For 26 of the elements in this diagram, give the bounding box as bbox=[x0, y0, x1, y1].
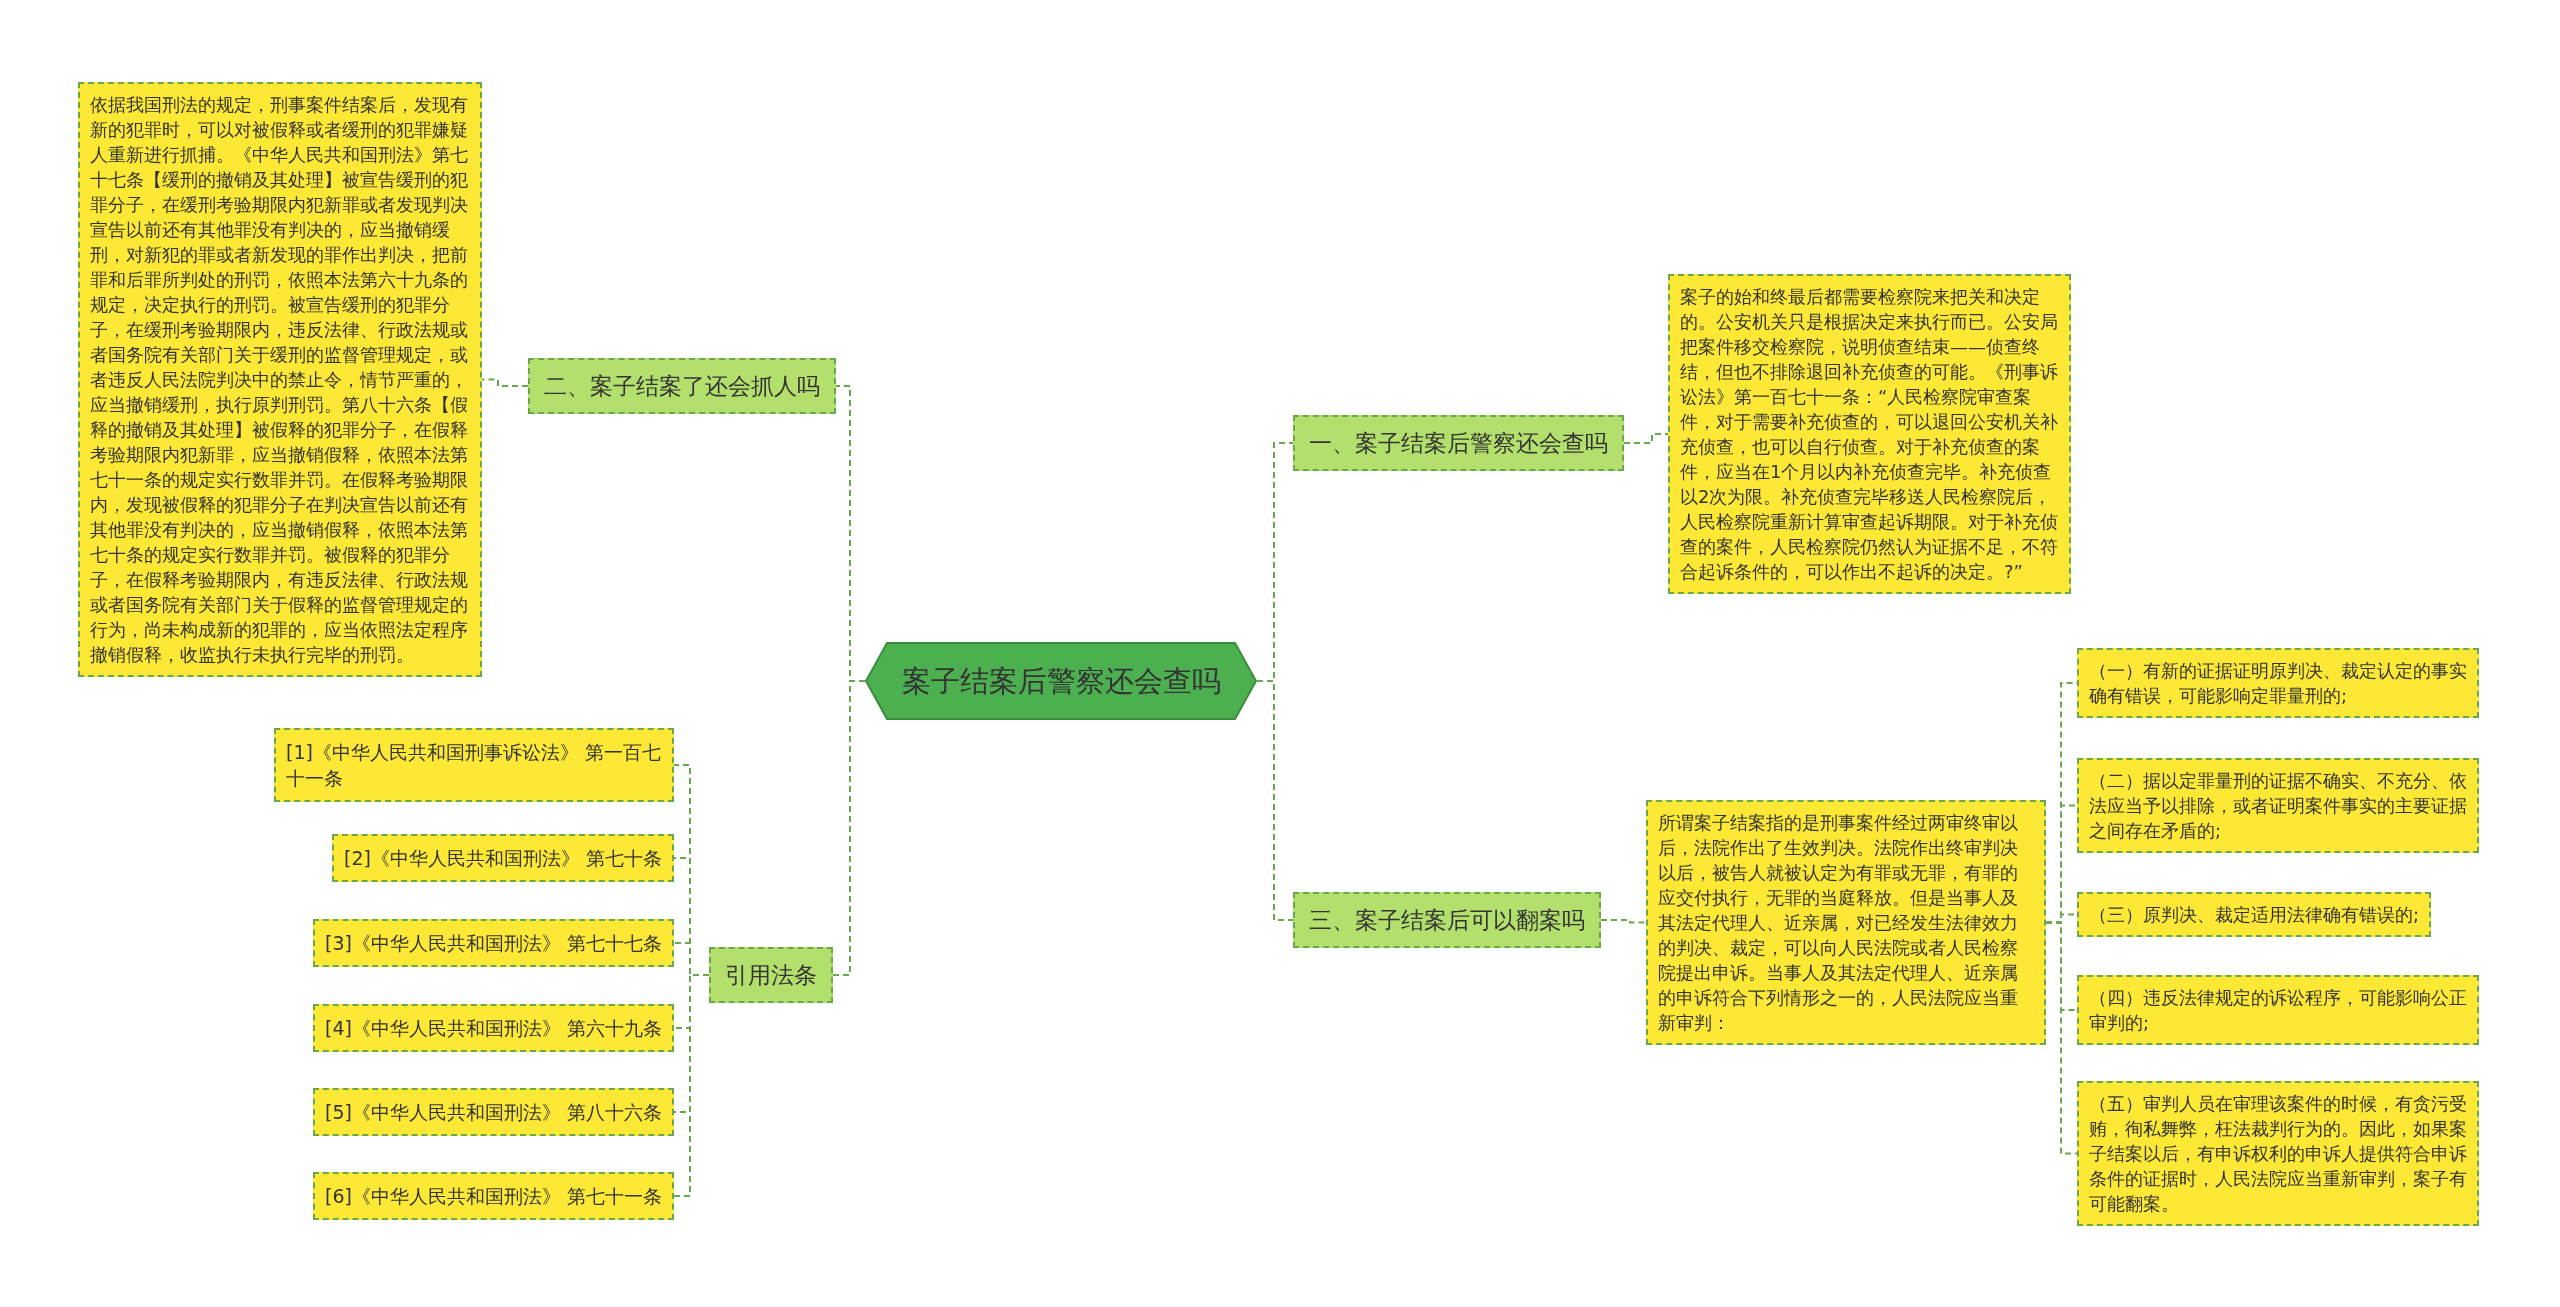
connector-line bbox=[673, 974, 710, 1197]
reference-item: [6]《中华人民共和国刑法》 第七十一条 bbox=[313, 1172, 674, 1220]
text-note: （五）审判人员在审理该案件的时候，有贪污受贿，徇私舞弊，枉法裁判行为的。因此，如果案子结案以后，有申诉权利的申诉人提供符合申诉条件的证据时，人民法院应当重新审判，案子有可能翻案。 bbox=[2077, 1081, 2479, 1226]
text-note: （四）违反法律规定的诉讼程序，可能影响公正审判的; bbox=[2077, 975, 2479, 1045]
reference-item: [1]《中华人民共和国刑事诉讼法》 第一百七十一条 bbox=[274, 728, 674, 802]
reference-item: [4]《中华人民共和国刑法》 第六十九条 bbox=[313, 1004, 674, 1052]
branch-topic: 一、案子结案后警察还会查吗 bbox=[1293, 415, 1624, 471]
text-note: 依据我国刑法的规定，刑事案件结案后，发现有新的犯罪时，可以对被假释或者缓刑的犯罪嫌疑人重新进行抓捕。《中华人民共和国刑法》第七十七条【缓刑的撤销及其处理】被宣告缓刑的犯罪分子，在缓刑考验期限内犯新罪或者发现判决宣告以前还有其他罪没有判决的，应当撤销缓刑，对新犯的罪或者新发现的罪作出判决，把前罪和后罪所判处的刑罚，依照本法第六十九条的规定，决定执行的刑罚。被宣告缓刑的犯罪分子，在缓刑考验期限内，违反法律、行政法规或者国务院有关部门关于缓刑的监督管理规定，或者违反人民法院判决中的禁止令，情节严重的，应当撤销缓刑，执行原判刑罚。第八十六条【假释的撤销及其处理】被假释的犯罪分子，在假释考验期限内犯新罪，应当撤销假释，依照本法第七十一条的规定实行数罪并罚。在假释考验期限内，发现被假释的犯罪分子在判决宣告以前还有其他罪没有判决的，应当撤销假释，依照本法第七十条的规定实行数罪并罚。被假释的犯罪分子，在假释考验期限内，有违反法律、行政法规或者国务院有关部门关于假释的监督管理规定的行为，尚未构成新的犯罪的，应当依照法定程序撤销假释，收监执行未执行完毕的刑罚。 bbox=[78, 82, 482, 677]
reference-item: [3]《中华人民共和国刑法》 第七十七条 bbox=[313, 919, 674, 967]
text-note: 所谓案子结案指的是刑事案件经过两审终审以后，法院作出了生效判决。法院作出终审判决以后，被告人就被认定为有罪或无罪，有罪的应交付执行，无罪的当庭释放。但是当事人及其法定代理人、近亲属，对已经发生法律效力的判决、裁定，可以向人民法院或者人民检察院提出申诉。当事人及其法定代理人、近亲属的申诉符合下列情形之一的，人民法院应当重新审判： bbox=[1646, 800, 2046, 1045]
connector-line bbox=[1256, 680, 1294, 921]
reference-item: [2]《中华人民共和国刑法》 第七十条 bbox=[332, 834, 674, 882]
text-note: （一）有新的证据证明原判决、裁定认定的事实确有错误，可能影响定罪量刑的; bbox=[2077, 648, 2479, 718]
branch-topic: 引用法条 bbox=[709, 947, 833, 1003]
branch-topic: 三、案子结案后可以翻案吗 bbox=[1293, 892, 1601, 948]
connector-line bbox=[2045, 921, 2078, 1155]
text-note: （三）原判决、裁定适用法律确有错误的; bbox=[2077, 892, 2432, 937]
connector-line bbox=[1623, 433, 1669, 444]
central-topic: 案子结案后警察还会查吗 bbox=[865, 642, 1257, 720]
branch-topic: 二、案子结案了还会抓人吗 bbox=[528, 358, 836, 414]
text-note: 案子的始和终最后都需要检察院来把关和决定的。公安机关只是根据决定来执行而已。公安局把案件移交检察院，说明侦查结束——侦查终结，但也不排除退回补充侦查的可能。《刑事诉讼法》第一百七十一条：“人民检察院审查案件，对于需要补充侦查的，可以退回公安机关补充侦查，也可以自行侦查。对于补充侦查的案件，应当在1个月以内补充侦查完毕。补充侦查以2次为限。补充侦查完毕移送人民检察院后，人民检察院重新计算审查起诉期限。对于补充侦查的案件，人民检察院仍然认为证据不足，不符合起诉条件的，可以作出不起诉的决定。?” bbox=[1668, 274, 2071, 594]
reference-item: [5]《中华人民共和国刑法》 第八十六条 bbox=[313, 1088, 674, 1136]
connector-line bbox=[1600, 919, 1647, 924]
connector-line bbox=[832, 680, 866, 976]
text-note: （二）据以定罪量刑的证据不确实、不充分、依法应当予以排除，或者证明案件事实的主要证据之间存在矛盾的; bbox=[2077, 758, 2479, 853]
connector-line bbox=[481, 378, 529, 387]
